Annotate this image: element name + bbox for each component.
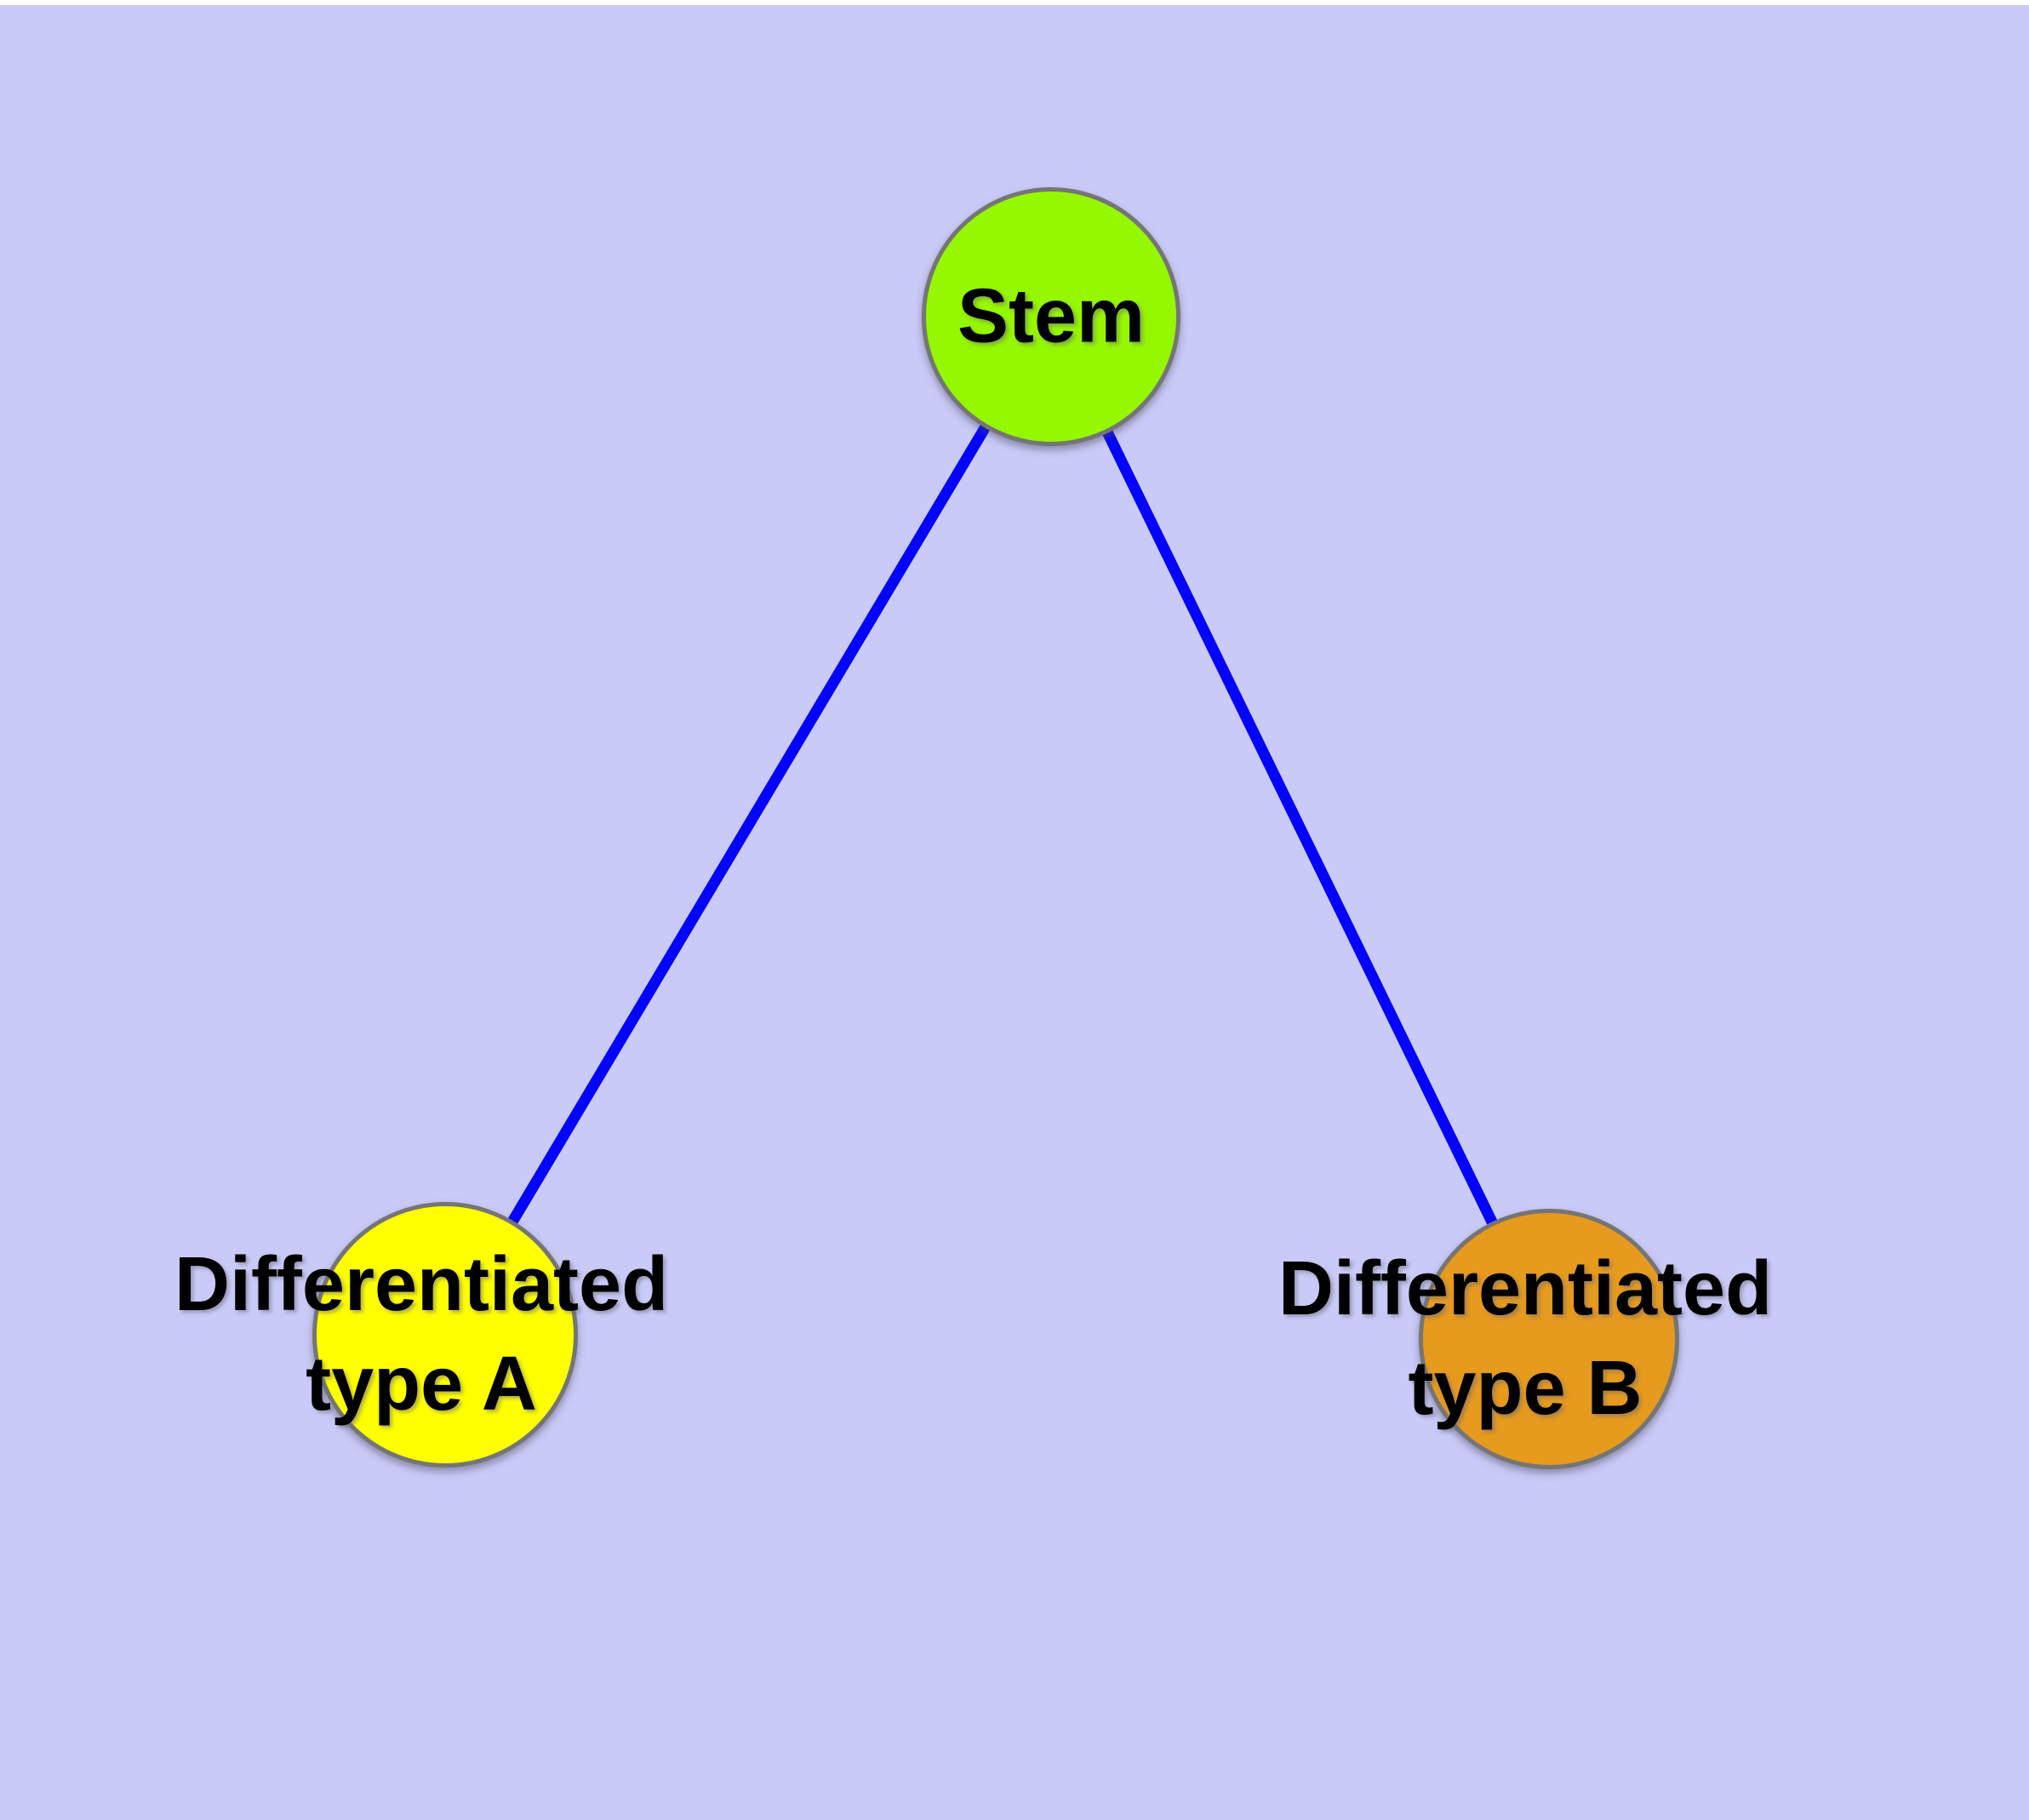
node-differentiated-type-a-circle[interactable] (312, 1202, 578, 1468)
edge-stem-to-type-b (1046, 314, 1554, 1342)
edges-layer (440, 313, 1554, 1342)
diagram-canvas: Stem Differentiated type A Differentiate… (0, 5, 2029, 1820)
node-stem-circle[interactable] (922, 187, 1180, 446)
node-differentiated-type-b-circle[interactable] (1419, 1209, 1679, 1469)
edge-stem-to-type-a (440, 313, 1056, 1338)
